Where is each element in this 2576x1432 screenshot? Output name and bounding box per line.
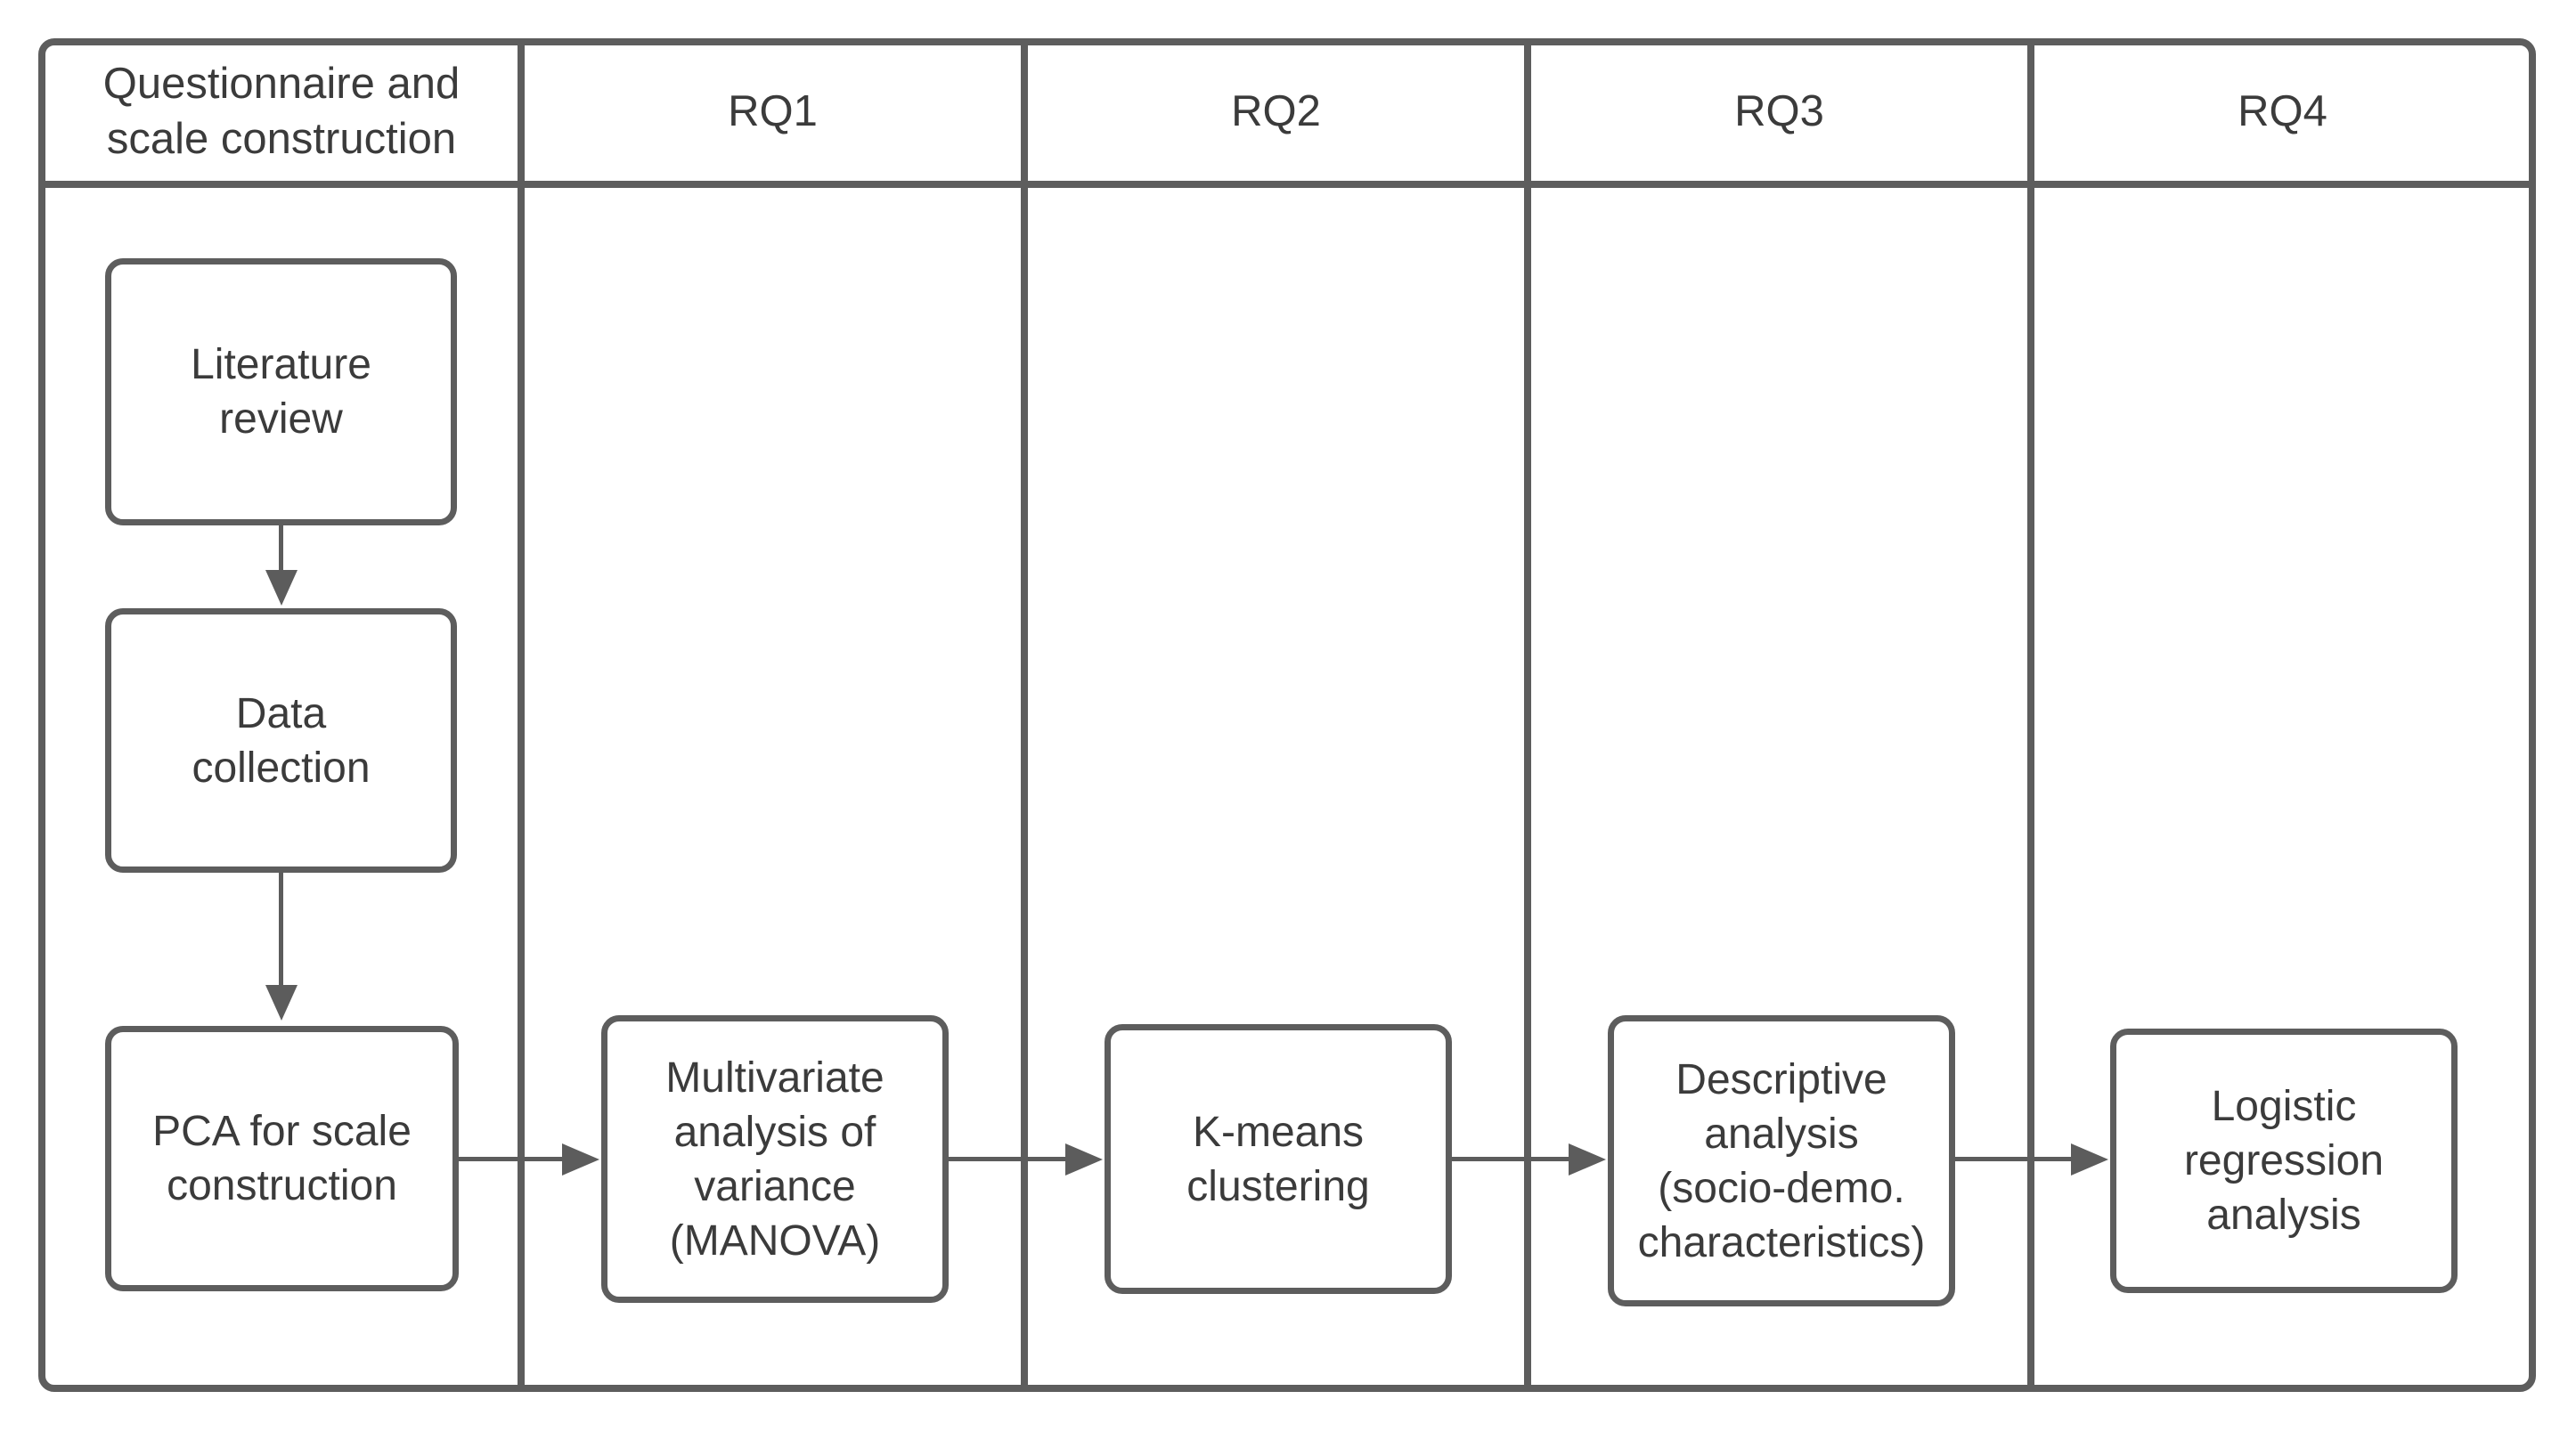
header-rq1: RQ1 — [728, 87, 818, 135]
arrow-literature-to-data-line — [279, 525, 283, 572]
arrow-kmeans-to-descriptive-line — [1452, 1157, 1570, 1161]
arrow-pca-to-manova-head — [562, 1143, 599, 1176]
column-divider-3 — [1524, 42, 1531, 1388]
node-logistic-regression: Logistic regression analysis — [2110, 1029, 2458, 1293]
header-divider — [42, 181, 2534, 188]
arrow-literature-to-data-head — [265, 570, 298, 606]
arrow-pca-to-manova-line — [459, 1157, 564, 1161]
arrow-descriptive-to-logistic-head — [2071, 1143, 2108, 1176]
arrow-manova-to-kmeans-head — [1065, 1143, 1103, 1176]
header-questionnaire: Questionnaire and scale construction — [102, 60, 461, 163]
node-manova: Multivariate analysis of variance (MANOV… — [601, 1015, 949, 1303]
node-descriptive-analysis: Descriptive analysis (socio-demo. charac… — [1608, 1015, 1955, 1306]
arrow-descriptive-to-logistic-line — [1955, 1157, 2073, 1161]
arrow-kmeans-to-descriptive-head — [1569, 1143, 1606, 1176]
header-rq2: RQ2 — [1231, 87, 1321, 135]
node-pca-scale-construction: PCA for scale construction — [105, 1026, 459, 1291]
header-rq3: RQ3 — [1734, 87, 1824, 135]
header-rq4: RQ4 — [2238, 87, 2327, 135]
node-kmeans-clustering: K-means clustering — [1105, 1024, 1452, 1294]
column-divider-2 — [1021, 42, 1028, 1388]
node-data-collection: Data collection — [105, 608, 457, 873]
arrow-data-to-pca-line — [279, 873, 283, 987]
column-divider-4 — [2027, 42, 2034, 1388]
arrow-data-to-pca-head — [265, 985, 298, 1021]
column-divider-1 — [518, 42, 525, 1388]
arrow-manova-to-kmeans-line — [949, 1157, 1067, 1161]
node-literature-review: Literature review — [105, 258, 457, 525]
